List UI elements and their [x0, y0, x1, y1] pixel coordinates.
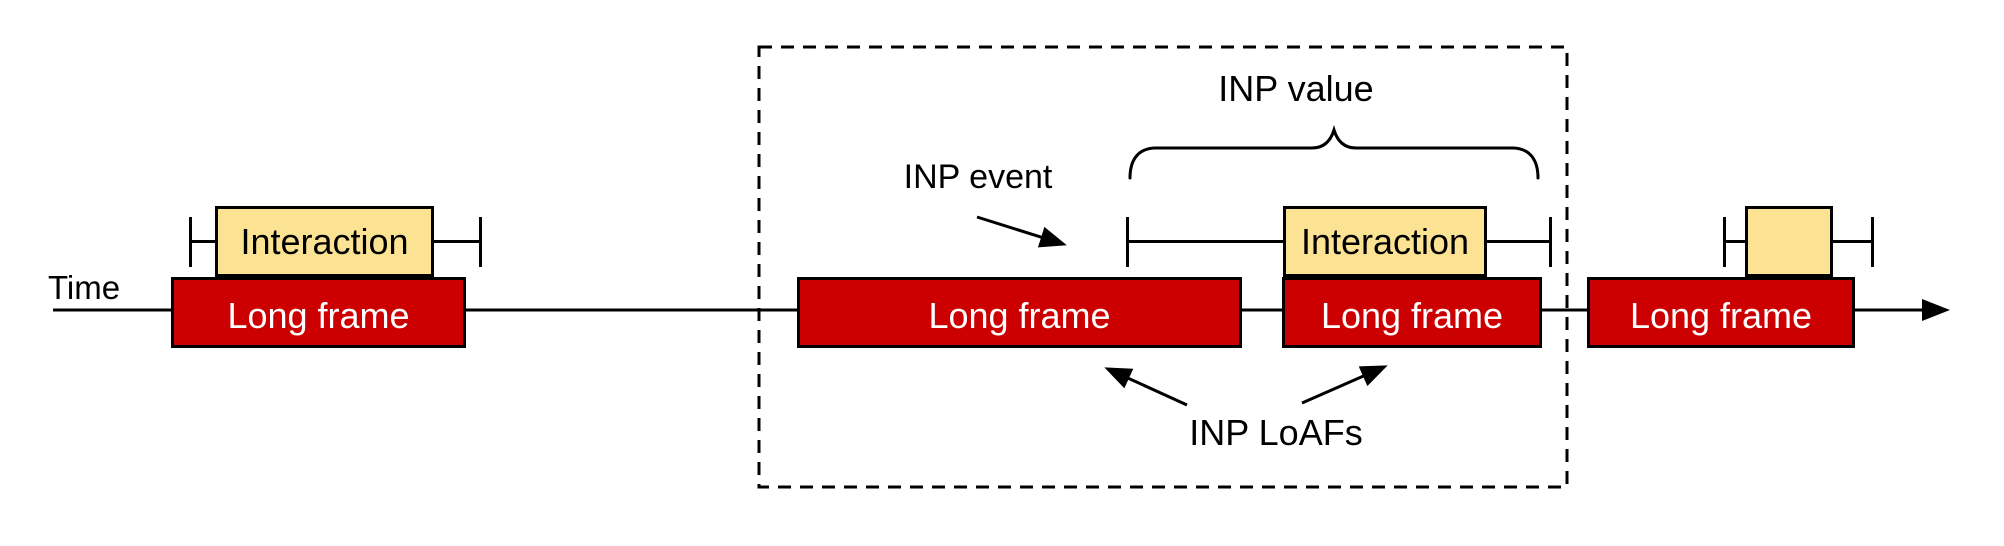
interaction-box-3	[1745, 206, 1833, 277]
whisker-connector	[1486, 240, 1551, 243]
long-frame-label: Long frame	[227, 294, 410, 336]
long-frame-box-2: Long frame	[797, 277, 1242, 348]
timeline-arrowhead	[1922, 299, 1950, 321]
inp-region-dashed-box	[757, 45, 1569, 489]
inp-event-arrow	[976, 215, 1067, 248]
interaction-label: Interaction	[240, 220, 409, 262]
long-frame-label: Long frame	[928, 294, 1111, 336]
inp-loaf-arrow-left	[1104, 367, 1188, 407]
inp-value-brace	[1128, 124, 1540, 180]
inp-loaf-arrow-right	[1301, 365, 1388, 405]
whisker-connector	[1724, 240, 1746, 243]
time-axis-label: Time	[48, 269, 121, 306]
long-frame-label: Long frame	[1629, 294, 1813, 336]
long-frame-box-1: Long frame	[171, 277, 466, 348]
interaction-label: Interaction	[1300, 220, 1470, 262]
whisker-connector	[190, 240, 217, 243]
long-frame-label: Long frame	[1320, 294, 1504, 336]
whisker-connector	[1832, 240, 1873, 243]
inp-event-label: INP event	[903, 158, 1053, 196]
interaction-box-2: Interaction	[1283, 206, 1487, 277]
long-frame-box-4: Long frame	[1587, 277, 1855, 348]
inp-value-label: INP value	[1218, 68, 1374, 109]
whisker-connector	[1127, 240, 1284, 243]
inp-loafs-label: INP LoAFs	[1189, 412, 1363, 453]
long-frame-box-3: Long frame	[1282, 277, 1542, 348]
whisker-connector	[433, 240, 481, 243]
interaction-box-1: Interaction	[215, 206, 434, 277]
